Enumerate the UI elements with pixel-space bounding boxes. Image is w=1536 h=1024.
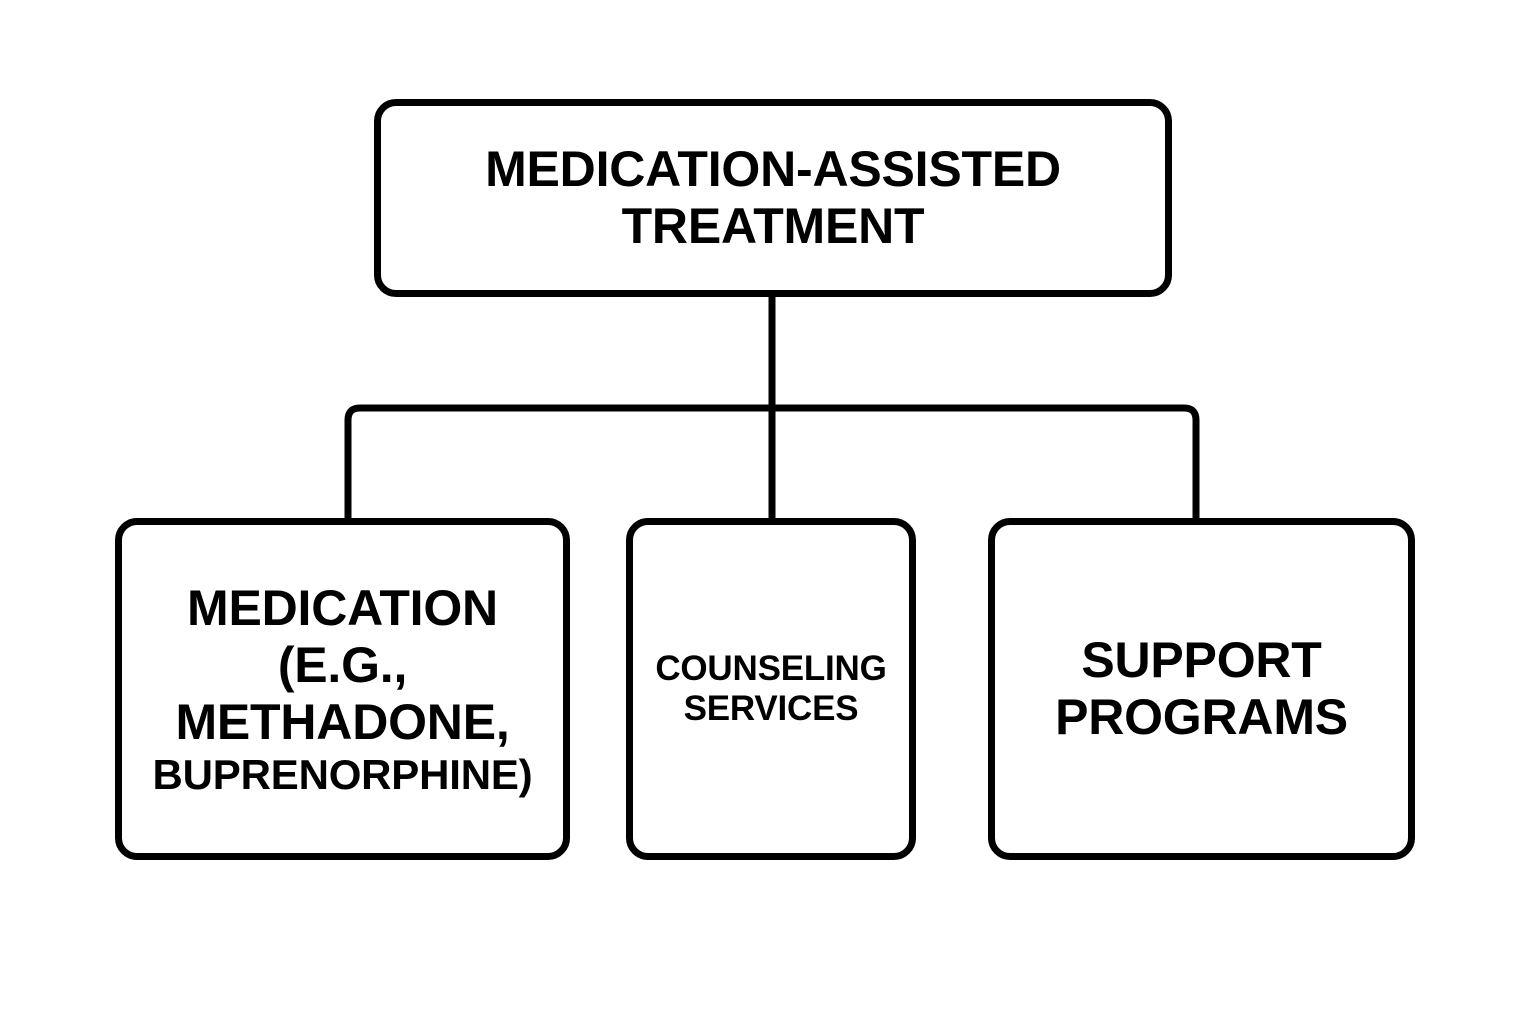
connector-bus-left <box>344 404 772 518</box>
node-medication-line-4: BUPRENORPHINE) <box>152 750 533 798</box>
node-medication-line-3: METHADONE, <box>175 693 510 750</box>
node-root-line-1: MEDICATION-ASSISTED <box>485 141 1061 197</box>
node-medication[interactable]: MEDICATION (E.G., METHADONE, BUPRENORPHI… <box>115 518 570 860</box>
node-root-line-2: TREATMENT <box>621 198 925 254</box>
node-counseling-line-1: COUNSELING <box>655 649 887 689</box>
node-medication-assisted-treatment[interactable]: MEDICATION-ASSISTED TREATMENT <box>374 99 1172 297</box>
node-counseling-line-2: SERVICES <box>683 689 859 728</box>
node-support-line-2: PROGRAMS <box>1055 689 1348 745</box>
node-medication-line-2: (E.G., <box>277 636 408 693</box>
node-counseling-services[interactable]: COUNSELING SERVICES <box>626 518 916 860</box>
node-support-line-1: SUPPORT <box>1081 632 1322 688</box>
connector-bus-right <box>772 404 1200 518</box>
node-medication-line-1: MEDICATION <box>187 579 498 636</box>
node-support-programs[interactable]: SUPPORT PROGRAMS <box>988 518 1415 860</box>
